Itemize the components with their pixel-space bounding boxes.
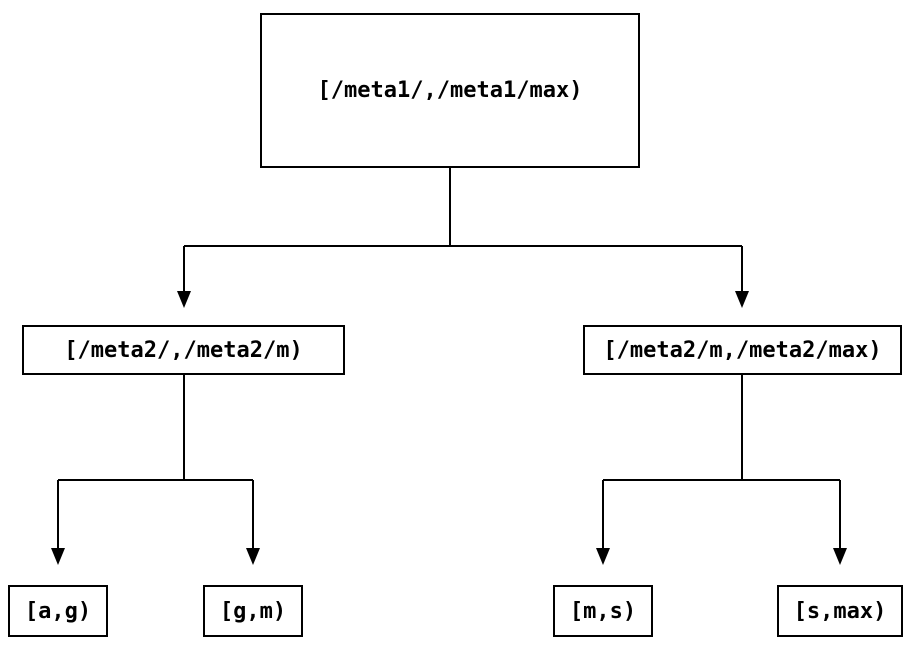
arrowhead-leaf-3 bbox=[596, 548, 610, 565]
node-mid-right: [/meta2/m,/meta2/max) bbox=[583, 325, 902, 375]
node-root: [/meta1/,/meta1/max) bbox=[260, 13, 640, 168]
node-leaf-gm: [g,m) bbox=[203, 585, 303, 637]
node-leaf-smax-label: [s,max) bbox=[793, 598, 887, 624]
node-leaf-smax: [s,max) bbox=[777, 585, 903, 637]
node-mid-right-label: [/meta2/m,/meta2/max) bbox=[603, 337, 882, 363]
arrowhead-leaf-1 bbox=[51, 548, 65, 565]
node-root-label: [/meta1/,/meta1/max) bbox=[317, 78, 583, 103]
node-leaf-ms-label: [m,s) bbox=[569, 598, 637, 624]
arrowhead-leaf-2 bbox=[246, 548, 260, 565]
arrowhead-leaf-4 bbox=[833, 548, 847, 565]
node-mid-left-label: [/meta2/,/meta2/m) bbox=[64, 337, 303, 363]
node-leaf-ag: [a,g) bbox=[8, 585, 108, 637]
node-leaf-ag-label: [a,g) bbox=[24, 598, 92, 624]
node-mid-left: [/meta2/,/meta2/m) bbox=[22, 325, 345, 375]
node-leaf-gm-label: [g,m) bbox=[219, 598, 287, 624]
node-leaf-ms: [m,s) bbox=[553, 585, 653, 637]
arrowhead-mid-left bbox=[177, 291, 191, 308]
arrowhead-mid-right bbox=[735, 291, 749, 308]
